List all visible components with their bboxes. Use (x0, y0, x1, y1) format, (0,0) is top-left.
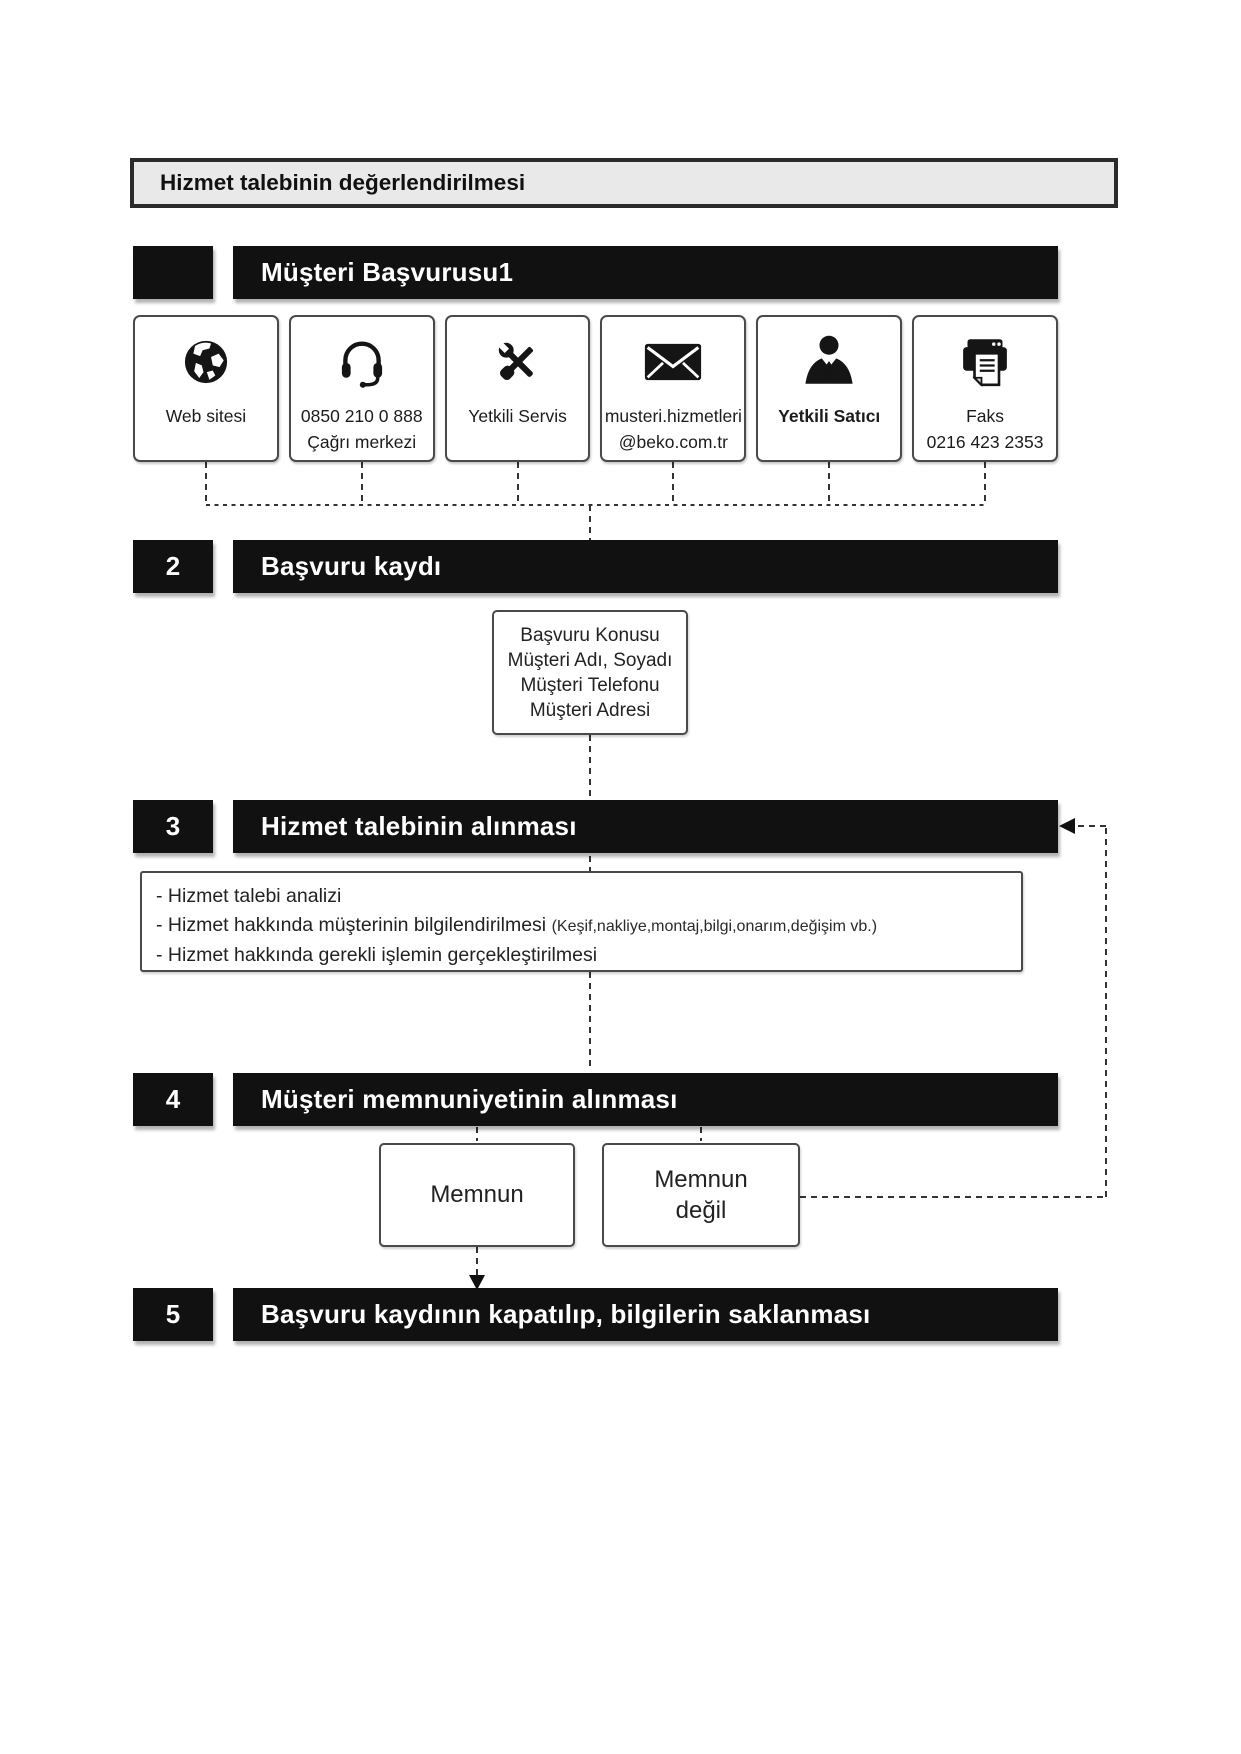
step-bar-label: Müşteri memnuniyetinin alınması (261, 1084, 678, 1114)
channel-label-2: 0216 423 2353 (926, 432, 1044, 452)
satisfied-box: Memnun (379, 1143, 575, 1247)
contact-channels-row: Web sitesi 0850 210 0 888 Çağrı merkezi (133, 315, 1058, 462)
channel-email: musteri.hizmetleri @beko.com.tr (600, 315, 747, 462)
step-number-badge: 2 (133, 540, 213, 593)
record-details-box: Başvuru Konusu Müşteri Adı, Soyadı Müşte… (492, 610, 688, 735)
step-bar-close-record: Başvuru kaydının kapatılıp, bilgilerin s… (233, 1288, 1058, 1341)
not-satisfied-label: Memnun değil (654, 1166, 748, 1224)
channel-label: 0850 210 0 888 (300, 406, 423, 426)
channel-call-center: 0850 210 0 888 Çağrı merkezi (288, 315, 435, 462)
channel-fax: Faks 0216 423 2353 (912, 315, 1058, 462)
channel-stub-lines (205, 462, 986, 505)
step-bar-customer-satisfaction: Müşteri memnuniyetinin alınması (233, 1073, 1058, 1126)
service-analysis-box: - Hizmet talebi analizi - Hizmet hakkınd… (140, 871, 1023, 972)
channel-label-2: @beko.com.tr (618, 432, 728, 452)
fax-icon (957, 317, 1013, 403)
record-line: Başvuru Konusu (520, 624, 660, 646)
feedback-loop-line (800, 825, 1107, 1198)
channel-authorized-service: Yetkili Servis (444, 315, 591, 462)
record-line: Müşteri Adresi (529, 699, 651, 721)
step-number-badge (133, 246, 213, 299)
analysis-line: - Hizmet hakkında gerekli işlemin gerçek… (156, 944, 598, 966)
diagram-title-box: Hizmet talebinin değerlendirilmesi (130, 158, 1118, 208)
step-bar-customer-application: Müşteri Başvurusu1 (233, 246, 1058, 299)
step-number-badge: 5 (133, 1288, 213, 1341)
headset-icon (334, 317, 390, 403)
channel-label: Faks (966, 406, 1005, 426)
globe-icon (179, 317, 233, 403)
tools-icon (490, 317, 546, 403)
analysis-note: (Keşif,nakliye,montaj,bilgi,onarım,değiş… (551, 917, 878, 935)
analysis-line: - Hizmet hakkında müşterinin bilgilendir… (156, 913, 878, 936)
step4-to-satisfaction-lines (476, 1127, 702, 1141)
dealer-icon (800, 317, 858, 403)
channel-website: Web sitesi (133, 315, 279, 462)
step-bar-label: Başvuru kaydının kapatılıp, bilgilerin s… (261, 1299, 871, 1329)
channel-label: Yetkili Satıcı (778, 406, 881, 426)
record-line: Müşteri Adı, Soyadı (507, 649, 673, 671)
channel-label: musteri.hizmetleri (604, 406, 742, 426)
step-bar-label: Hizmet talebinin alınması (261, 811, 577, 841)
step-bar-label: Müşteri Başvurusu1 (261, 257, 514, 287)
satisfied-label: Memnun (430, 1181, 524, 1208)
record-line: Müşteri Telefonu (520, 674, 660, 696)
channel-authorized-dealer: Yetkili Satıcı (756, 315, 903, 462)
analysis-line: - Hizmet talebi analizi (156, 885, 342, 907)
channel-label: Web sitesi (165, 406, 247, 426)
step-bar-application-record: Başvuru kaydı (233, 540, 1058, 593)
envelope-icon (644, 317, 702, 403)
step-number-badge: 4 (133, 1073, 213, 1126)
step-number-badge: 3 (133, 800, 213, 853)
channel-label-2: Çağrı merkezi (307, 432, 417, 452)
step-bar-service-request-received: Hizmet talebinin alınması (233, 800, 1058, 853)
left-arrowhead (1059, 818, 1075, 834)
not-satisfied-box: Memnun değil (602, 1143, 800, 1247)
step-bar-label: Başvuru kaydı (261, 551, 442, 581)
down-arrowhead (469, 1275, 485, 1290)
diagram-title: Hizmet talebinin değerlendirilmesi (160, 170, 526, 195)
channel-label: Yetkili Servis (468, 406, 567, 426)
